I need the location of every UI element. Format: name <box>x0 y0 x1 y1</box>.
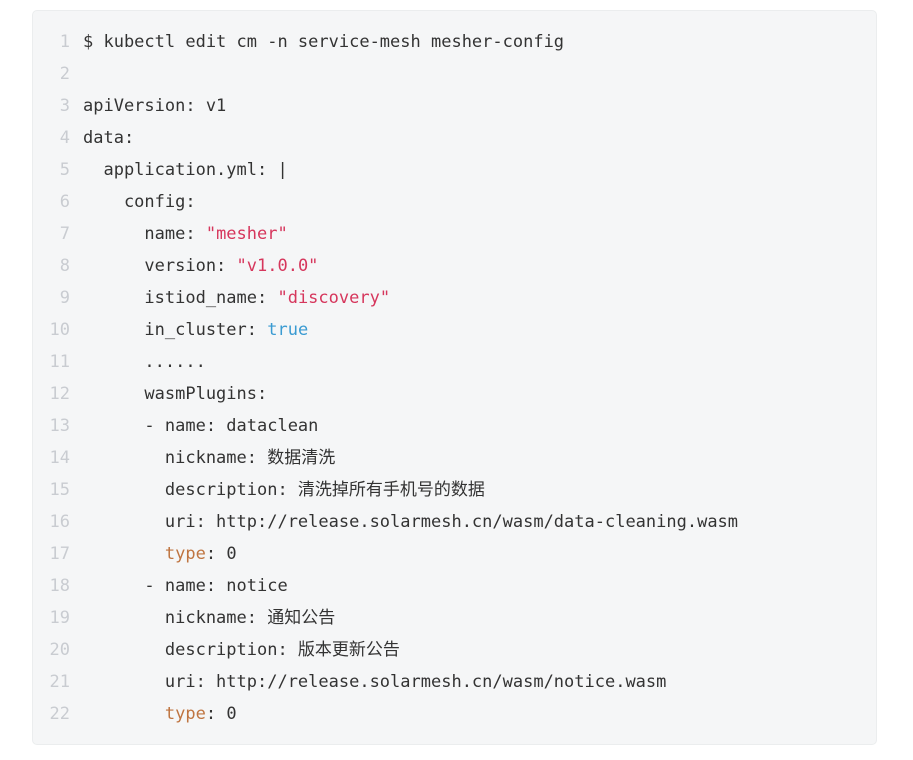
code-text: nickname: 通知公告 <box>83 608 335 628</box>
line-number: 12 <box>49 384 70 404</box>
token-plain: description: 清洗掉所有手机号的数据 <box>83 480 485 500</box>
line-number: 20 <box>49 640 70 660</box>
code-text: application.yml: | <box>83 160 288 180</box>
code-line: 12 wasmPlugins: <box>33 378 866 410</box>
line-number: 5 <box>59 160 70 180</box>
token-plain <box>83 704 165 724</box>
line-number: 11 <box>49 352 70 372</box>
token-plain: nickname: 通知公告 <box>83 608 336 628</box>
line-number: 6 <box>59 192 70 212</box>
token-literal: true <box>267 320 309 340</box>
code-block: 1 $ kubectl edit cm -n service-mesh meshe… <box>32 10 877 745</box>
line-number: 9 <box>59 288 70 308</box>
line-number: 14 <box>49 448 70 468</box>
line-number: 17 <box>49 544 70 564</box>
line-number: 18 <box>49 576 70 596</box>
code-line: 2 <box>33 58 866 90</box>
line-number: 22 <box>49 704 70 724</box>
code-line: 14 nickname: 数据清洗 <box>33 442 866 474</box>
code-text: uri: http://release.solarmesh.cn/wasm/no… <box>83 672 667 692</box>
line-number: 15 <box>49 480 70 500</box>
code-line: 9 istiod_name: "discovery" <box>33 282 866 314</box>
code-text: data: <box>83 128 134 148</box>
code-text: type: 0 <box>83 704 237 724</box>
code-text: ...... <box>83 352 206 372</box>
line-number: 10 <box>49 320 70 340</box>
token-plain <box>83 544 165 564</box>
line-number: 1 <box>59 32 70 52</box>
token-plain: name: <box>83 224 206 244</box>
code-line: 8 version: "v1.0.0" <box>33 250 866 282</box>
code-line: 19 nickname: 通知公告 <box>33 602 866 634</box>
code-text: wasmPlugins: <box>83 384 267 404</box>
code-line: 21 uri: http://release.solarmesh.cn/wasm… <box>33 666 866 698</box>
token-plain: ...... <box>83 352 206 372</box>
code-line: 3 apiVersion: v1 <box>33 90 866 122</box>
token-plain: : 0 <box>205 704 237 724</box>
token-plain: config: <box>83 192 196 212</box>
code-text: - name: notice <box>83 576 288 596</box>
token-plain: uri: http://release.solarmesh.cn/wasm/no… <box>83 672 667 692</box>
token-plain: nickname: 数据清洗 <box>83 448 336 468</box>
line-number: 4 <box>59 128 70 148</box>
token-attr: type <box>164 704 206 724</box>
token-plain: data: <box>83 128 135 148</box>
line-number: 19 <box>49 608 70 628</box>
token-plain: in_cluster: <box>83 320 268 340</box>
line-number: 21 <box>49 672 70 692</box>
line-number: 7 <box>59 224 70 244</box>
code-line: 5 application.yml: | <box>33 154 866 186</box>
code-line: 18 - name: notice <box>33 570 866 602</box>
code-line: 6 config: <box>33 186 866 218</box>
code-text: config: <box>83 192 196 212</box>
token-plain: uri: http://release.solarmesh.cn/wasm/da… <box>83 512 739 532</box>
code-line: 4 data: <box>33 122 866 154</box>
token-plain: istiod_name: <box>83 288 278 308</box>
line-number: 2 <box>59 64 70 84</box>
code-text: $ kubectl edit cm -n service-mesh mesher… <box>83 32 564 52</box>
token-plain: description: 版本更新公告 <box>83 640 400 660</box>
code-line: 7 name: "mesher" <box>33 218 866 250</box>
token-plain: version: <box>83 256 237 276</box>
token-plain: $ kubectl edit cm -n service-mesh mesher… <box>83 32 565 52</box>
code-text: in_cluster: true <box>83 320 308 340</box>
code-line: 20 description: 版本更新公告 <box>33 634 866 666</box>
code-line: 15 description: 清洗掉所有手机号的数据 <box>33 474 866 506</box>
token-plain: application.yml: | <box>83 160 288 180</box>
code-line: 13 - name: dataclean <box>33 410 866 442</box>
code-text: name: "mesher" <box>83 224 288 244</box>
line-number: 16 <box>49 512 70 532</box>
token-attr: type <box>164 544 206 564</box>
line-number: 8 <box>59 256 70 276</box>
code-text: uri: http://release.solarmesh.cn/wasm/da… <box>83 512 738 532</box>
code-text: istiod_name: "discovery" <box>83 288 390 308</box>
code-line: 10 in_cluster: true <box>33 314 866 346</box>
line-number: 13 <box>49 416 70 436</box>
code-text: nickname: 数据清洗 <box>83 448 335 468</box>
code-text: description: 清洗掉所有手机号的数据 <box>83 480 485 500</box>
token-string: "v1.0.0" <box>236 256 319 276</box>
token-string: "mesher" <box>205 224 288 244</box>
token-plain: wasmPlugins: <box>83 384 268 404</box>
line-number: 3 <box>59 96 70 116</box>
code-text: description: 版本更新公告 <box>83 640 400 660</box>
code-line: 16 uri: http://release.solarmesh.cn/wasm… <box>33 506 866 538</box>
token-plain: : 0 <box>205 544 237 564</box>
code-text: type: 0 <box>83 544 237 564</box>
code-line: 22 type: 0 <box>33 698 866 730</box>
code-line: 1 $ kubectl edit cm -n service-mesh meshe… <box>33 26 866 58</box>
code-text: version: "v1.0.0" <box>83 256 318 276</box>
code-text: apiVersion: v1 <box>83 96 226 116</box>
code-text: - name: dataclean <box>83 416 318 436</box>
token-plain: - name: notice <box>83 576 288 596</box>
code-line: 17 type: 0 <box>33 538 866 570</box>
code-line: 11 ...... <box>33 346 866 378</box>
token-plain: apiVersion: v1 <box>83 96 227 116</box>
token-plain: - name: dataclean <box>83 416 319 436</box>
token-string: "discovery" <box>277 288 391 308</box>
